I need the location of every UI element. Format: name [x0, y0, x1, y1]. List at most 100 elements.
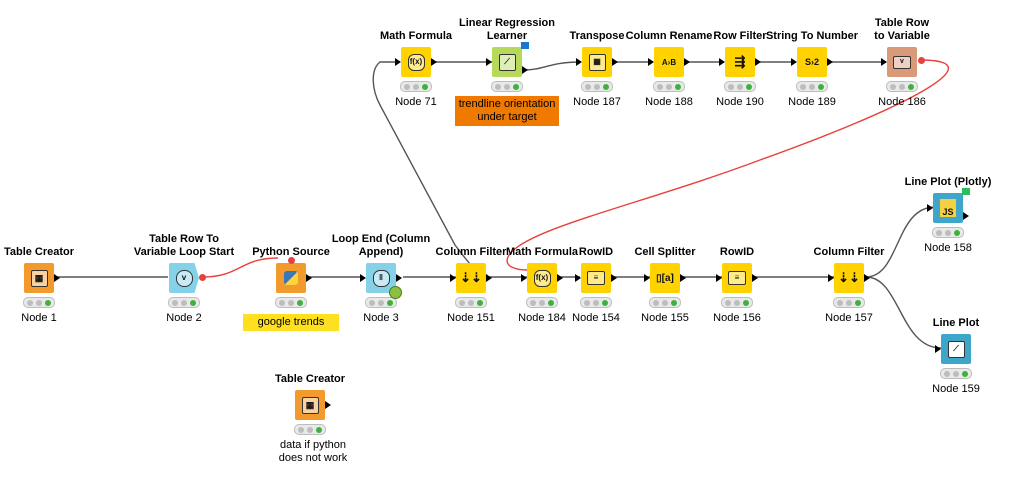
filter-icon: ⇣⇣	[828, 263, 870, 293]
node-table-creator[interactable]: Table Creator ▦	[255, 373, 365, 435]
node-label: Node 158	[924, 242, 972, 254]
node-status	[491, 81, 523, 92]
node-title: Line Plot (Plotly)	[904, 176, 992, 188]
node-title: Table Row to Variable	[874, 17, 930, 42]
view-port-icon	[962, 188, 970, 195]
variable-port	[288, 257, 295, 264]
node-label: Node 186	[878, 96, 926, 108]
transpose-icon: ▦	[576, 47, 618, 77]
node-math-formula[interactable]: Math Formula f(x) Node 71	[361, 30, 471, 108]
node-loop-end[interactable]: Loop End (Column Append) ‖ Node 3	[326, 233, 436, 324]
node-status	[294, 424, 326, 435]
variable-connection	[506, 59, 950, 271]
math-formula-icon: f(x)	[521, 263, 563, 293]
node-status	[724, 81, 756, 92]
node-status	[168, 297, 200, 308]
line-chart-icon: ⟋	[935, 334, 971, 364]
node-status	[455, 297, 487, 308]
node-label: Node 71	[395, 96, 437, 108]
node-title: String To Number	[765, 30, 859, 42]
regression-icon: ⟋	[486, 42, 529, 77]
rowid-icon: ≡	[716, 263, 758, 293]
node-label: Node 159	[932, 383, 980, 395]
node-label: Node 188	[645, 96, 693, 108]
row-filter-icon: ⇶	[719, 47, 761, 77]
node-rowid[interactable]: RowID ≡ Node 154	[541, 246, 651, 324]
variable-loop-icon: v	[169, 263, 199, 293]
node-label: Node 184	[518, 312, 566, 324]
node-table-creator[interactable]: Table Creator ▦ Node 1	[0, 246, 94, 324]
node-status	[581, 81, 613, 92]
node-title: Row Filter	[713, 30, 767, 42]
node-label: Node 3	[363, 312, 399, 324]
model-port-icon	[521, 42, 529, 49]
node-status	[365, 297, 397, 308]
node-label: Node 187	[573, 96, 621, 108]
node-label: Node 156	[713, 312, 761, 324]
node-string-to-number[interactable]: String To Number S›2 Node 189	[757, 30, 867, 108]
node-transpose[interactable]: Transpose ▦ Node 187	[542, 30, 652, 108]
node-column-rename[interactable]: Column Rename A›B Node 188	[614, 30, 724, 108]
connection-wire	[865, 276, 942, 349]
node-title: Line Plot	[932, 317, 980, 329]
node-label: Node 157	[825, 312, 873, 324]
math-formula-icon: f(x)	[395, 47, 437, 77]
node-column-filter[interactable]: Column Filter ⇣⇣ Node 157	[794, 246, 904, 324]
node-python-source[interactable]: Python Source	[236, 246, 346, 308]
node-math-formula[interactable]: Math Formula f(x) Node 184	[487, 246, 597, 324]
table-grid-icon: ▦	[295, 390, 331, 420]
annotation-trendline: trendline orientation under target	[455, 96, 559, 126]
node-status	[932, 227, 964, 238]
node-status	[400, 81, 432, 92]
node-title: Table Creator	[3, 246, 75, 258]
node-row-filter[interactable]: Row Filter ⇶ Node 190	[685, 30, 795, 108]
loop-end-icon: ‖	[360, 263, 402, 299]
node-title: Math Formula	[505, 246, 579, 258]
node-line-plot[interactable]: Line Plot ⟋ Node 159	[901, 317, 1011, 395]
loop-status-icon	[389, 286, 402, 299]
node-label: Node 190	[716, 96, 764, 108]
node-title: Column Filter	[435, 246, 507, 258]
node-title: Column Rename	[625, 30, 713, 42]
node-label: Node 2	[166, 312, 202, 324]
node-status	[721, 297, 753, 308]
node-title: Math Formula	[379, 30, 453, 42]
node-title: Table Row To Variable Loop Start	[133, 233, 235, 258]
node-status	[653, 81, 685, 92]
node-label: Node 1	[21, 312, 57, 324]
filter-icon: ⇣⇣	[450, 263, 492, 293]
string-to-number-icon: S›2	[791, 47, 833, 77]
node-title: Loop End (Column Append)	[331, 233, 431, 258]
node-table-row-to-variable-loop-start[interactable]: Table Row To Variable Loop Start v Node …	[129, 233, 239, 324]
node-status	[526, 297, 558, 308]
node-status	[649, 297, 681, 308]
node-status	[796, 81, 828, 92]
node-column-filter[interactable]: Column Filter ⇣⇣ Node 151	[416, 246, 526, 324]
node-title: Transpose	[569, 30, 625, 42]
cell-split-icon: ▯[a]	[644, 263, 686, 293]
annotation-google-trends: google trends	[243, 314, 339, 331]
node-title: Column Filter	[813, 246, 885, 258]
node-cell-splitter[interactable]: Cell Splitter ▯[a] Node 155	[610, 246, 720, 324]
node-title: Python Source	[252, 246, 330, 258]
node-title: Linear Regression Learner	[459, 17, 555, 42]
rename-icon: A›B	[648, 47, 690, 77]
node-label: Node 154	[572, 312, 620, 324]
node-title: RowID	[719, 246, 755, 258]
node-title: Cell Splitter	[634, 246, 696, 258]
node-status	[833, 297, 865, 308]
row-to-variable-icon: v	[881, 47, 917, 77]
node-status	[23, 297, 55, 308]
node-status	[886, 81, 918, 92]
node-linear-regression-learner[interactable]: Linear Regression Learner ⟋	[452, 17, 562, 92]
node-status	[940, 368, 972, 379]
node-label: Node 189	[788, 96, 836, 108]
connection-wire	[865, 206, 936, 278]
node-rowid[interactable]: RowID ≡ Node 156	[682, 246, 792, 324]
node-status	[580, 297, 612, 308]
annotation-data-if-python: data if python does not work	[278, 439, 348, 464]
node-table-row-to-variable[interactable]: Table Row to Variable v Node 186	[847, 17, 957, 108]
node-label: Node 155	[641, 312, 689, 324]
node-line-plot-plotly[interactable]: Line Plot (Plotly) JS Node 158	[893, 176, 1003, 254]
variable-connection	[202, 257, 279, 278]
